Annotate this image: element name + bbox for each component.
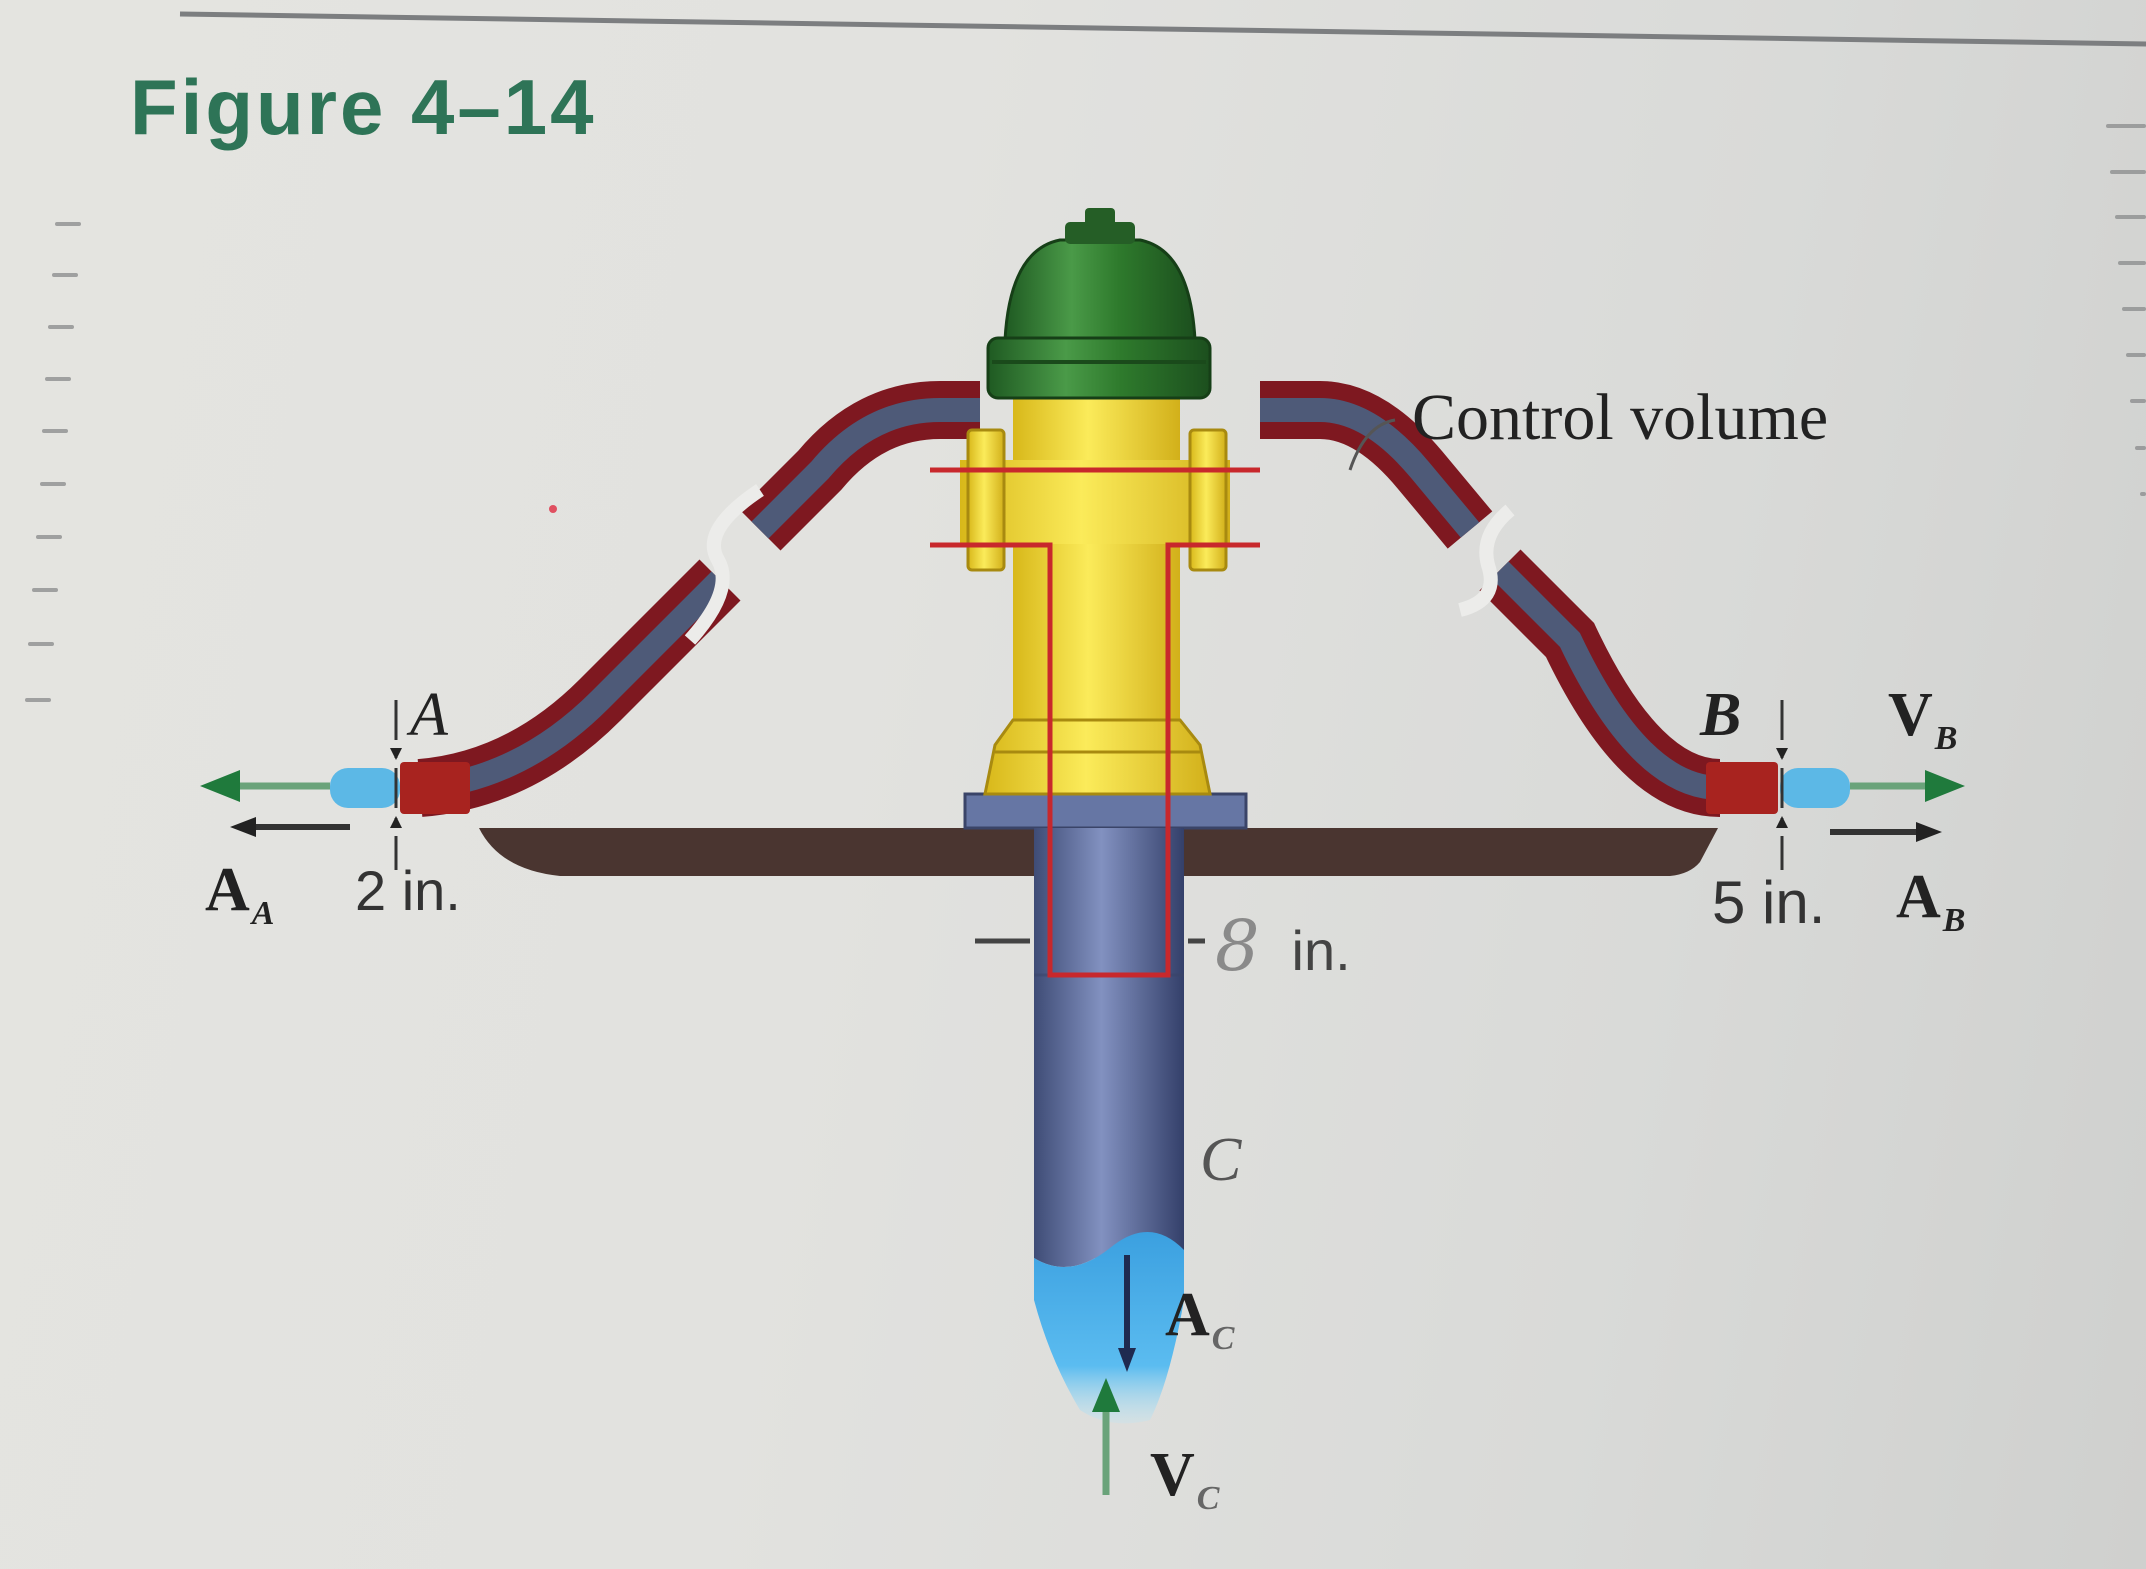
section-c	[1092, 1255, 1136, 1495]
area-b-symbol: A	[1896, 863, 1941, 931]
area-b-subscript: B	[1942, 902, 1966, 939]
area-c-label: AC	[1165, 1280, 1234, 1358]
area-b-label: AB	[1896, 862, 1965, 940]
control-volume-outline	[930, 467, 1260, 978]
area-a-label: AA	[205, 855, 274, 933]
left-hose	[400, 381, 980, 817]
velocity-b-subscript: B	[1934, 720, 1958, 757]
hydrant-body	[960, 390, 1230, 796]
standpipe	[1034, 828, 1184, 1424]
diameter-c-unit: in.	[1291, 919, 1351, 982]
red-dot	[549, 505, 557, 513]
velocity-b-symbol: V	[1888, 681, 1933, 749]
control-volume-leader	[1348, 418, 1396, 471]
section-a	[200, 700, 402, 870]
right-hose	[1260, 381, 1778, 817]
point-a-label: A	[410, 681, 448, 749]
left-hose-break	[684, 484, 764, 645]
velocity-b-label: VB	[1888, 680, 1957, 758]
area-a-symbol: A	[205, 856, 250, 924]
diameter-c-label: 8 in.	[1215, 905, 1351, 987]
diameter-c-handwritten: 8	[1215, 905, 1260, 987]
area-a-subscript: A	[251, 895, 275, 932]
top-divider	[179, 11, 2146, 47]
right-hose-break	[1458, 504, 1515, 617]
diameter-b-label: 5 in.	[1712, 869, 1826, 936]
velocity-c-symbol: V	[1150, 1441, 1195, 1509]
velocity-c-subscript: C	[1196, 1480, 1220, 1517]
hydrant-base-flange	[963, 792, 1248, 830]
diameter-a-label: 2 in.	[355, 859, 461, 922]
point-c-label: C	[1200, 1126, 1242, 1194]
figure-title: Figure 4–14	[130, 63, 597, 151]
control-volume-label: Control volume	[1412, 381, 1829, 454]
hydrant-cap	[986, 208, 1212, 400]
area-c-symbol: A	[1165, 1281, 1210, 1349]
velocity-c-label: VC	[1150, 1440, 1219, 1518]
point-b-label: B	[1700, 681, 1742, 749]
area-c-subscript: C	[1211, 1320, 1235, 1357]
section-b	[1776, 700, 1965, 870]
